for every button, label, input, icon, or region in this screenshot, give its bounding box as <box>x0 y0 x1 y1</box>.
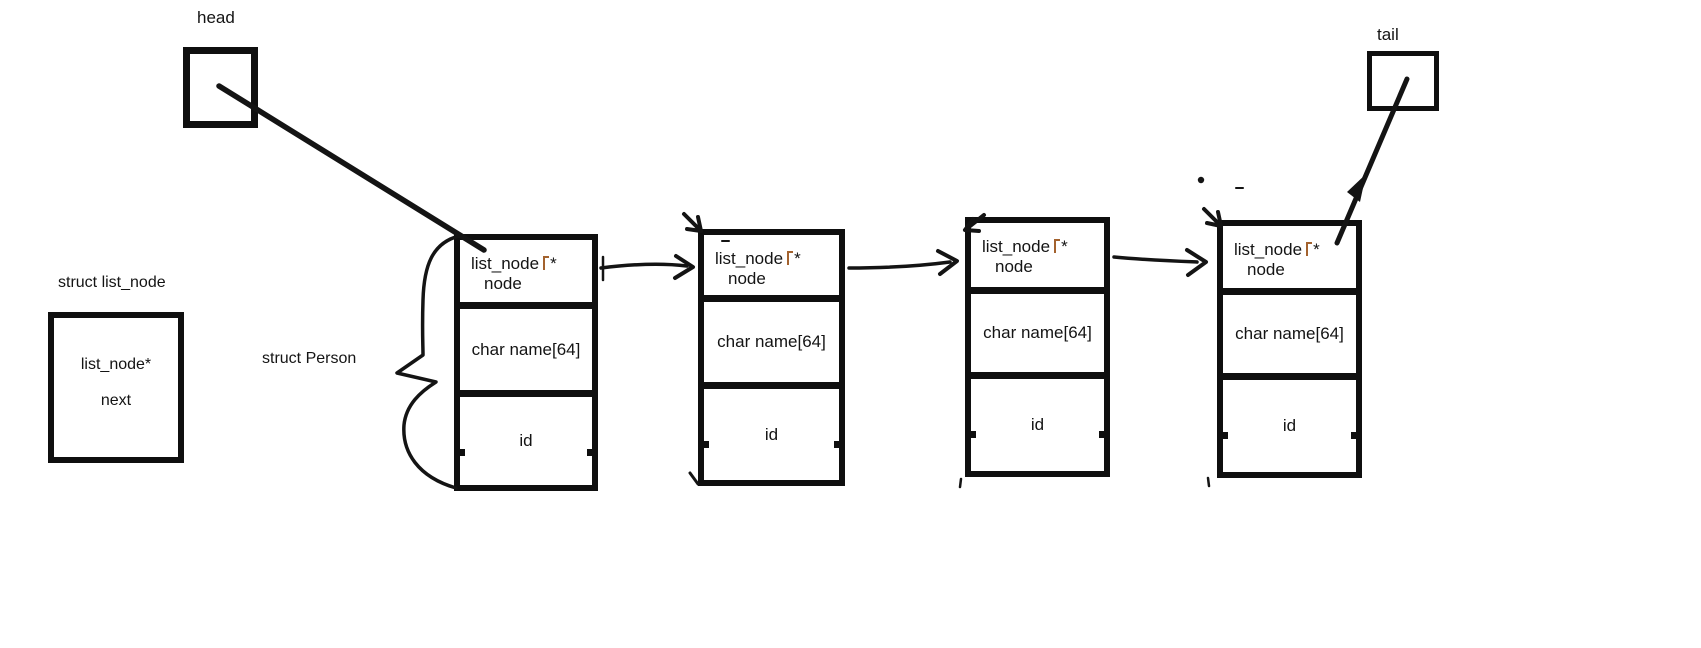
node-pointer-field: list_node * node <box>460 240 592 302</box>
node-pointer-field: list_node * node <box>704 235 839 295</box>
text-cursor-artifact <box>1306 242 1313 256</box>
tail-line-arrowhead <box>1347 174 1366 202</box>
person-brace <box>395 234 461 490</box>
list-node-4: list_node * node char name[64] id <box>1217 220 1362 478</box>
name-field: char name[64] <box>971 287 1104 372</box>
list-node-2: list_node * node char name[64] id <box>698 229 845 486</box>
text-cursor-artifact <box>1054 239 1061 253</box>
pointer-name-text: node <box>484 274 522 293</box>
pointer-type-line: list_node * <box>982 237 1104 257</box>
stray-dot-artifact <box>1197 176 1205 184</box>
stray-tick-node4-bottom <box>1206 476 1211 488</box>
list-node-3: list_node * node char name[64] id <box>965 217 1110 477</box>
pointer-type-line: list_node * <box>715 249 839 269</box>
pointer-name-text: node <box>995 257 1033 276</box>
arrow-node1-to-node2 <box>599 254 695 282</box>
pointer-type-text: list_node <box>1234 240 1303 259</box>
pointer-type-text: list_node <box>715 249 784 268</box>
pointer-star-text: * <box>794 249 801 268</box>
pointer-type-line: list_node * <box>1234 240 1356 260</box>
pointer-star-text: * <box>550 254 557 273</box>
pointer-type-text: list_node <box>982 237 1051 256</box>
name-field: char name[64] <box>1223 288 1356 373</box>
pointer-star-text: * <box>1061 237 1068 256</box>
node-pointer-field: list_node * node <box>971 223 1104 287</box>
head-label: head <box>197 8 235 27</box>
stray-tick-node3-bottom <box>958 477 963 489</box>
pointer-name-text: node <box>1247 260 1285 279</box>
struct-list-node-next-text: next <box>100 392 132 409</box>
name-field: char name[64] <box>704 295 839 382</box>
name-field: char name[64] <box>460 302 592 390</box>
pointer-type-text: list_node <box>471 254 540 273</box>
tail-label: tail <box>1377 25 1399 44</box>
head-pointer-box <box>183 47 258 128</box>
pointer-name-text: node <box>728 269 766 288</box>
text-cursor-artifact <box>543 256 550 270</box>
struct-list-node-label: struct list_node <box>58 274 166 291</box>
pointer-type-line: list_node * <box>471 254 592 274</box>
struct-person-label: struct Person <box>262 350 357 367</box>
list-node-1: list_node * node char name[64] id <box>454 234 598 491</box>
tail-pointer-box <box>1367 51 1439 111</box>
arrow-node2-to-node3 <box>847 249 959 276</box>
pointer-star-text: * <box>1313 240 1320 259</box>
id-field: id <box>1223 373 1356 472</box>
struct-list-node-box: list_node* next <box>48 312 184 463</box>
id-field: id <box>704 382 839 480</box>
stray-hook-node2-bottom <box>688 471 700 486</box>
struct-list-node-type-text: list_node* <box>80 356 152 373</box>
node-pointer-field: list_node * node <box>1223 226 1356 288</box>
text-cursor-artifact <box>787 251 794 265</box>
head-to-node1-line <box>216 83 487 253</box>
arrow-node3-to-node4 <box>1112 248 1208 277</box>
id-field: id <box>460 390 592 485</box>
id-field: id <box>971 372 1104 471</box>
